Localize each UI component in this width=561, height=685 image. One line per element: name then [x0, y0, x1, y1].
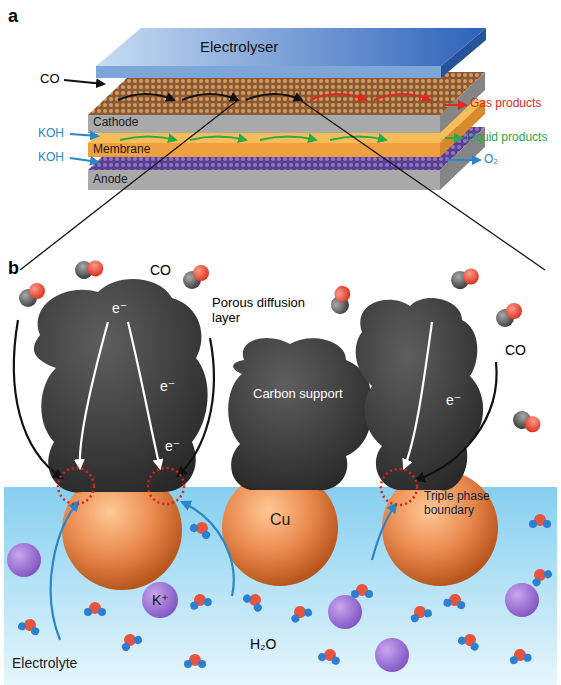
electrolyte-feed-label: KOH [38, 151, 64, 165]
water-molecules [17, 514, 554, 668]
potassium-ion: K⁺ [152, 592, 169, 608]
zoom-lines [20, 100, 545, 270]
co-molecules [19, 253, 543, 440]
layer-label: Porous diffusion layer [212, 296, 324, 326]
product-label: Liquid products [466, 131, 547, 145]
node-text: Cu [270, 511, 290, 529]
electrolyte-region: Electrolyte K⁺ [4, 487, 557, 685]
cathode-layer: Cathode [93, 116, 138, 130]
molecule-label: H₂O [250, 636, 276, 652]
node-text: Electrolyser [200, 38, 278, 55]
electrolyser-plate [96, 28, 486, 78]
cathode-plate [88, 72, 485, 133]
node-text: Electrolyte [12, 655, 77, 671]
carbon-blobs [34, 279, 483, 492]
panel-letter: a [8, 6, 18, 27]
electron-label: e⁻ [160, 378, 175, 394]
reaction-arrows [14, 320, 497, 640]
boundary-label: Triple phase boundary [424, 490, 508, 518]
product-label: Gas products [470, 97, 541, 111]
carbon-support: Carbon support [253, 387, 343, 402]
node-text: Carbon support [253, 387, 343, 402]
gas-label: CO [505, 342, 526, 358]
electrolyser-slab: Electrolyser [200, 38, 278, 55]
boundary-circles [58, 468, 417, 505]
cu-particle: Cu [270, 511, 290, 529]
node-text: Cathode [93, 116, 138, 130]
electron-label: e⁻ [112, 300, 127, 316]
product-label: O₂ [484, 153, 498, 167]
node-text: Membrane [93, 143, 150, 157]
electrolyte-feed-label: KOH [38, 127, 64, 141]
anode-layer: Anode [93, 173, 128, 187]
node-text: K⁺ [152, 592, 169, 608]
potassium-ions [7, 543, 539, 672]
electron-label: e⁻ [165, 438, 180, 454]
panel-letter: b [8, 258, 19, 279]
electron-label: e⁻ [446, 392, 461, 408]
gas-label: CO [40, 72, 60, 87]
node-text: Anode [93, 173, 128, 187]
gas-label: CO [150, 262, 171, 278]
flow-arrows [64, 80, 480, 162]
membrane-layer: Membrane [93, 143, 150, 157]
